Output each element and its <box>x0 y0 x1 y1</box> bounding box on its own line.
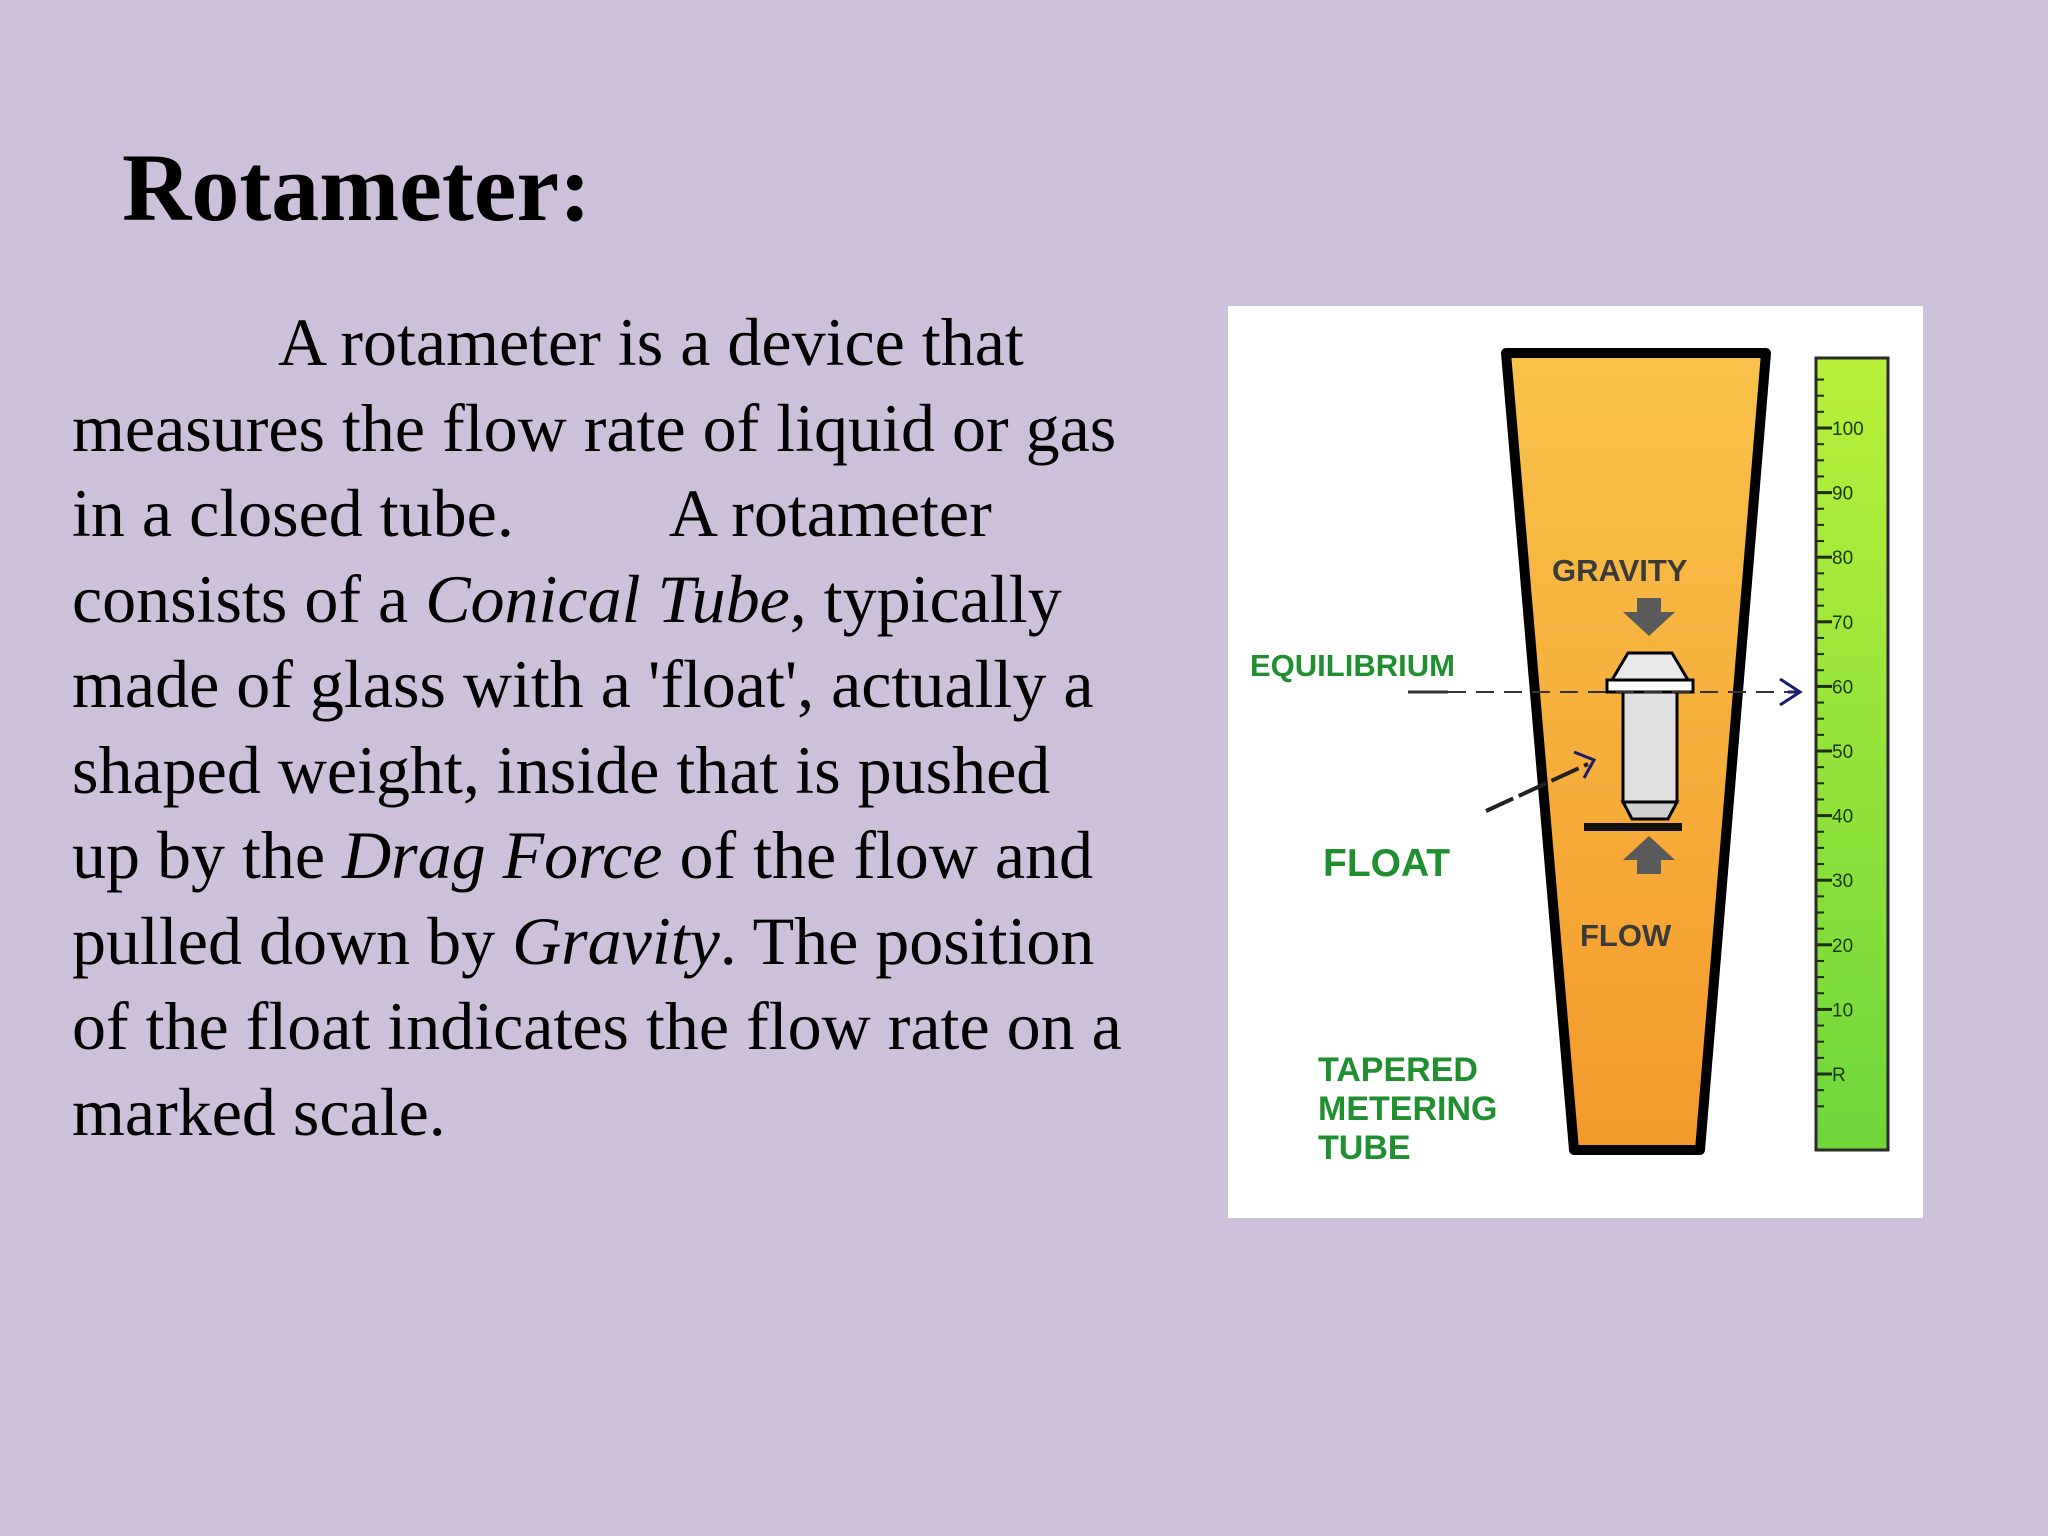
text-segment: . The position <box>719 902 1095 979</box>
float <box>1584 651 1695 831</box>
scale-tick-label: 70 <box>1832 613 1853 634</box>
label-equilibrium: EQUILIBRIUM <box>1250 648 1455 683</box>
scale-tick-label: 80 <box>1832 548 1853 569</box>
label-float: FLOAT <box>1323 842 1450 885</box>
text-segment: consists of a <box>72 560 426 637</box>
text-line: consists of a Conical Tube, typically <box>72 557 1192 643</box>
scale-tick-label: 10 <box>1832 1000 1853 1021</box>
text-line: of the float indicates the flow rate on … <box>72 988 1122 1064</box>
text-line: up by the Drag Force of the flow and <box>72 813 1192 899</box>
float-pointer-line <box>1485 762 1589 813</box>
label-gravity: GRAVITY <box>1552 553 1688 588</box>
scale-tick-label: 90 <box>1832 484 1853 505</box>
italic-term-gravity: Gravity <box>512 902 720 979</box>
text-segment: A rotameter <box>668 475 992 551</box>
text-segment: of the flow and <box>662 817 1094 893</box>
text-segment: pulled down by <box>72 902 513 979</box>
float-pointer-arrowhead <box>1573 750 1597 779</box>
body-paragraph: A rotameter is a device that measures th… <box>72 300 1192 1155</box>
scale-ticks: 100 90 80 70 60 50 40 30 20 10R <box>1816 378 1864 1108</box>
gravity-arrow <box>1623 598 1675 636</box>
text-line: shaped weight, inside that is pushed <box>72 731 1051 808</box>
scale-tick-label: R <box>1832 1065 1846 1086</box>
scale-tick-label: 30 <box>1832 871 1853 892</box>
flow-arrow <box>1623 836 1675 874</box>
text-line: in a closed tube. A rotameter <box>72 471 1192 557</box>
scale-tick-label: 20 <box>1832 936 1853 957</box>
label-tapered: TAPERED <box>1318 1051 1478 1089</box>
scale-tick-label: 40 <box>1832 807 1853 828</box>
text-line: made of glass with a 'float', actually a <box>72 646 1094 722</box>
scale-tick-label: 100 <box>1832 419 1864 440</box>
text-line: A rotameter is a device that <box>278 304 1024 380</box>
diagram-canvas: 100 90 80 70 60 50 40 30 20 10R GRAVITY EQUILIBRI… <box>1250 348 1890 1167</box>
scale-tick-label: 60 <box>1832 677 1853 698</box>
label-metering: METERING <box>1318 1090 1497 1128</box>
scale-tick-label: 50 <box>1832 742 1853 763</box>
italic-term-drag-force: Drag Force <box>342 817 663 893</box>
text-segment: up by the <box>72 817 343 893</box>
text-segment: , typically <box>789 560 1062 637</box>
text-line: measures the flow rate of liquid or gas <box>72 389 1117 466</box>
scale-bar <box>1814 356 1890 1152</box>
slide-title: Rotameter: <box>122 134 592 241</box>
italic-term-conical-tube: Conical Tube <box>425 560 790 637</box>
label-tube: TUBE <box>1318 1129 1411 1167</box>
text-line: marked scale. <box>72 1073 446 1150</box>
reading-arrow <box>1779 677 1803 707</box>
text-line: pulled down by Gravity. The position <box>72 899 1192 985</box>
label-flow: FLOW <box>1580 918 1672 953</box>
text-segment: in a closed tube. <box>72 475 514 551</box>
